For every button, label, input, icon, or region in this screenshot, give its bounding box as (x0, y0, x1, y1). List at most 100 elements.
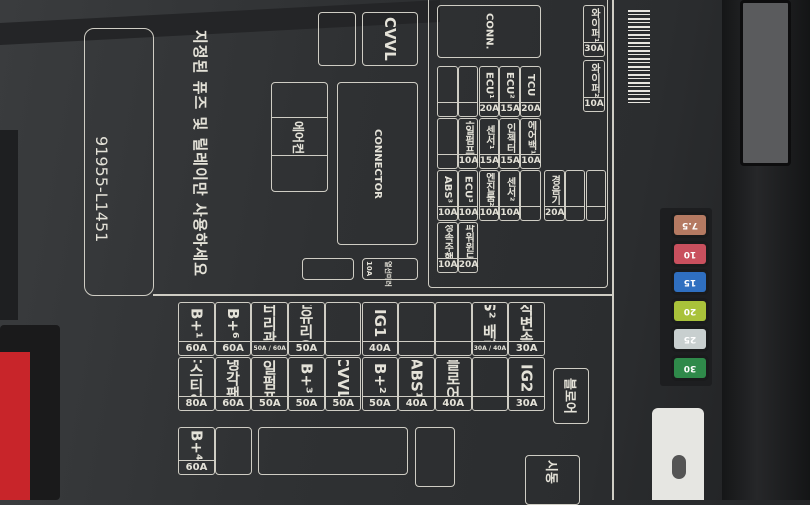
barcode (628, 10, 650, 105)
fuse-amp: 10A (500, 206, 520, 218)
fuse-amp: 15A (500, 102, 520, 114)
spare-fuse[interactable]: 15 (674, 272, 706, 292)
fuse-amp (565, 206, 585, 220)
fuse-amp: 50A (325, 396, 361, 410)
slot (215, 427, 252, 475)
fuse-amp: 10A (438, 258, 458, 270)
divider (272, 117, 327, 119)
fuse-amp (472, 396, 508, 410)
fuse-mirror-amp: 10A (365, 261, 373, 277)
fuse-amp: 40A (435, 396, 471, 410)
fuse-puller[interactable] (652, 408, 704, 500)
slot (415, 427, 455, 487)
fuse-amp (438, 154, 457, 168)
fuse-slot: B+¹ 60A (178, 302, 215, 356)
divider (272, 155, 327, 157)
fuse-label: B+¹ (187, 307, 206, 339)
fuse-amp: 10A (479, 206, 500, 218)
fuse-amp: 10A (438, 206, 458, 218)
fuse-amp: 50A (289, 396, 324, 410)
fuse-label (436, 305, 471, 341)
notice-text: 지정된 퓨즈 및 릴레이만 사용하세요 (191, 30, 209, 277)
fuse-label: 파워윈도 (462, 225, 474, 258)
fuse-slot: B+² 50A (361, 357, 399, 411)
fuse-label: 블로어 (443, 360, 462, 396)
fuse-amp (438, 102, 457, 116)
fuse-mirror-heater: 10A 열선미러 (362, 258, 418, 287)
fuse-label: B+³ (297, 362, 316, 394)
fuse-label: 오일펌프¹ (260, 360, 279, 396)
fuse-wiper-1: 와이퍼¹ 30A (583, 5, 605, 57)
fuse-amp: 60A (179, 341, 214, 355)
spare-fuse[interactable]: 10 (674, 243, 706, 264)
fuse-amp (521, 206, 540, 220)
fuse-amp: 10A (458, 154, 479, 166)
left-edge (0, 130, 18, 320)
fuse-label: 엔진룸² (483, 173, 495, 206)
fuse-label: 인젝터 (504, 122, 516, 153)
relay-blower-label: 블로어 (561, 378, 577, 414)
fuse-amp (435, 341, 471, 355)
spare-fuse[interactable]: 7.5 (674, 215, 706, 235)
conn-slot: CONN. (437, 5, 541, 58)
fuse-label: 열선유리(뒤) (289, 305, 324, 341)
slot (258, 427, 408, 475)
fuse-slot: 파워스티어링80A (178, 357, 215, 411)
fuse-amp: 10A (521, 154, 541, 166)
fuse-amp: 80A (179, 396, 214, 410)
fuse-amp (325, 341, 361, 355)
fuse-slot (437, 118, 458, 169)
fuse-label (438, 121, 457, 154)
fuse-label: 와이퍼¹ (588, 8, 600, 42)
fuse-amp: 10A (584, 97, 604, 109)
fuse-label: 와이퍼² (588, 63, 600, 97)
spare-fuse[interactable]: 25 (674, 329, 706, 349)
fuse-label: IG1 (370, 308, 389, 338)
fuse-label: ABS² 배터리 (473, 305, 508, 341)
fuse-amp: 30A (509, 341, 544, 355)
fuse-label (438, 69, 457, 102)
fuse-amp: 50A (362, 396, 398, 410)
cover-clip-inner (740, 0, 791, 166)
fuse-slot (437, 66, 458, 117)
fuse-label: 센서¹ (483, 125, 495, 150)
relay-aircon: 에어컨 (271, 82, 328, 192)
part-number: 91955-L1451 (92, 136, 111, 243)
fuse-label: 배터리관리 (252, 305, 287, 341)
fuse-puller-tip (672, 455, 686, 479)
fuse-label: ECU³ (462, 176, 474, 203)
relay-start-label: 시동 (543, 460, 558, 484)
fuse-slot: 열선유리(뒤)50A (288, 302, 325, 356)
fuse-label (587, 173, 606, 206)
fuse-amp: 30A (509, 396, 544, 410)
spare-fuse[interactable]: 20 (674, 300, 706, 321)
relay-cvvl: CVVL (362, 12, 418, 66)
fuse-slot: 전자식변속레버30A (508, 302, 545, 356)
connector-red-latch (0, 352, 30, 500)
fuse-amp (586, 206, 606, 220)
fuse-slot (471, 357, 509, 411)
fuse-slot (520, 170, 541, 221)
fuse-label: B+⁶ (224, 307, 243, 339)
fuse-b4: B+⁴ 60A (178, 427, 215, 475)
fuse-label (566, 173, 585, 206)
fuse-wiper-2: 와이퍼² 10A (583, 60, 605, 112)
fuse-label: B+² (370, 362, 389, 394)
fuse-slot (324, 302, 362, 356)
fuse-label: TCU (524, 74, 536, 97)
spare-fuse[interactable]: 30 (674, 357, 706, 378)
